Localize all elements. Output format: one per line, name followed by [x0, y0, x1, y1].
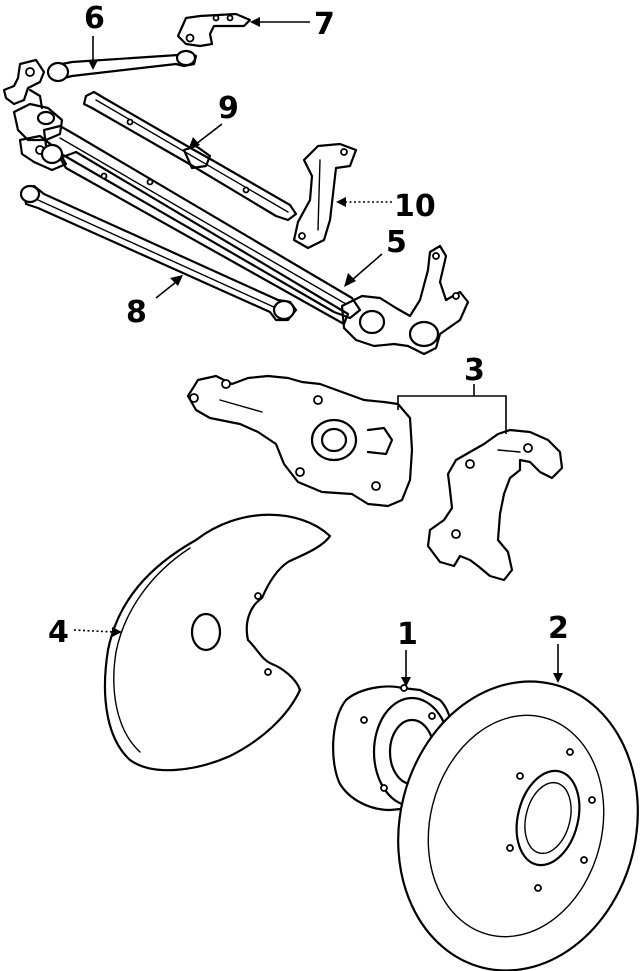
part-9-strut-bar [82, 90, 298, 222]
callout-3: 3 [464, 353, 485, 388]
part-3-caliper-bracket [426, 428, 564, 582]
part-2-brake-rotor [397, 680, 639, 971]
callout-7: 7 [314, 7, 335, 42]
callout-10: 10 [394, 189, 436, 224]
part-4-dust-shield [103, 513, 332, 772]
part-5-lower-arm [40, 124, 362, 326]
callout-8: 8 [126, 295, 147, 330]
callout-2: 2 [548, 611, 569, 646]
callout-4: 4 [48, 615, 69, 650]
leader-lines [73, 17, 563, 687]
part-7-bracket [176, 12, 252, 48]
part-8-lower-link [19, 184, 298, 322]
part-6-upper-link [46, 49, 198, 83]
callout-5: 5 [386, 225, 407, 260]
callout-9: 9 [218, 91, 239, 126]
callout-6: 6 [84, 1, 105, 36]
callout-1: 1 [397, 617, 418, 652]
part-10-bracket [292, 142, 358, 250]
right-knuckle [340, 244, 470, 356]
callout-labels: 6 7 9 10 5 8 3 4 1 2 [48, 1, 569, 652]
caliper-carrier [186, 374, 414, 508]
